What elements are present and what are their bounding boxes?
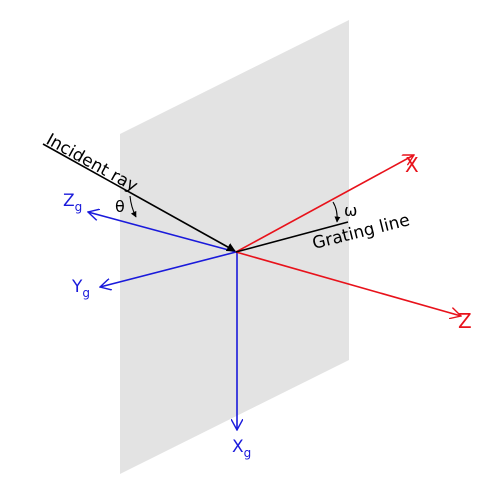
xg-label-sub: g — [244, 446, 252, 460]
xg-label: Xg — [232, 437, 251, 460]
zg-label: Zg — [63, 191, 82, 214]
yg-label-main: Y — [71, 277, 83, 297]
omega-arc — [332, 201, 341, 223]
x-axis — [235, 155, 414, 253]
yg-label-sub: g — [82, 286, 90, 300]
z-label: Z — [458, 309, 472, 333]
theta-arc — [129, 195, 137, 218]
yg-label: Yg — [71, 277, 90, 300]
zg-label-sub: g — [75, 200, 83, 214]
grating-line — [235, 221, 349, 253]
z-axis — [235, 251, 461, 316]
xg-label-main: X — [232, 437, 244, 457]
zg-axis — [88, 212, 237, 253]
yg-axis — [100, 251, 237, 287]
x-label: X — [405, 153, 419, 177]
theta-label: θ — [115, 197, 125, 216]
incident-ray — [42, 143, 236, 252]
omega-label: ω — [344, 201, 357, 220]
zg-label-main: Z — [63, 191, 75, 211]
